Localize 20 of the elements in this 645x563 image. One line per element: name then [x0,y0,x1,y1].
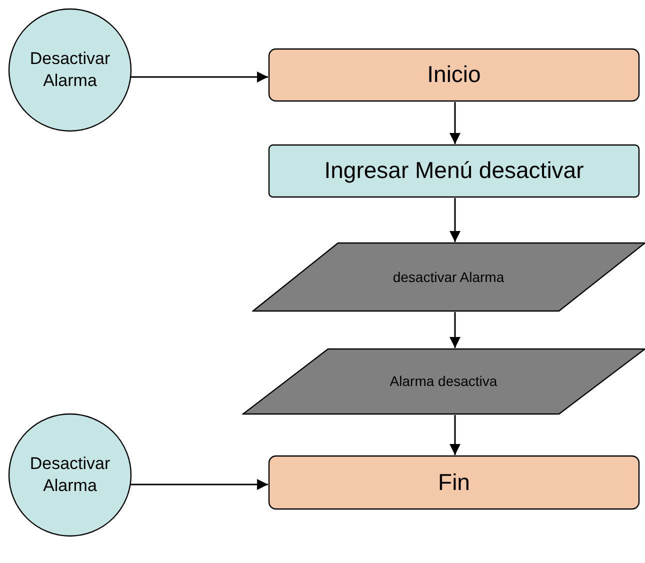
data-parallelogram [252,242,645,312]
terminal-box [268,48,640,102]
node-label: Inicio [427,60,481,90]
start-circle [8,8,132,132]
arrow [130,479,268,490]
start-circle [8,413,132,537]
arrow [450,312,460,348]
node-label: Desactivar Alarma [28,452,112,497]
arrow [450,198,460,242]
terminal-box [268,455,640,510]
process-box [268,144,640,198]
arrow [450,102,460,144]
node-label: Alarma desactiva [390,372,498,391]
node-label: Fin [438,468,470,497]
node-label: Ingresar Menú desactivar [324,156,584,186]
node-label: Desactivar Alarma [28,48,112,92]
arrow [450,415,460,455]
node-label: desactivar Alarma [392,268,504,286]
arrow [130,72,268,82]
data-parallelogram [242,348,645,415]
